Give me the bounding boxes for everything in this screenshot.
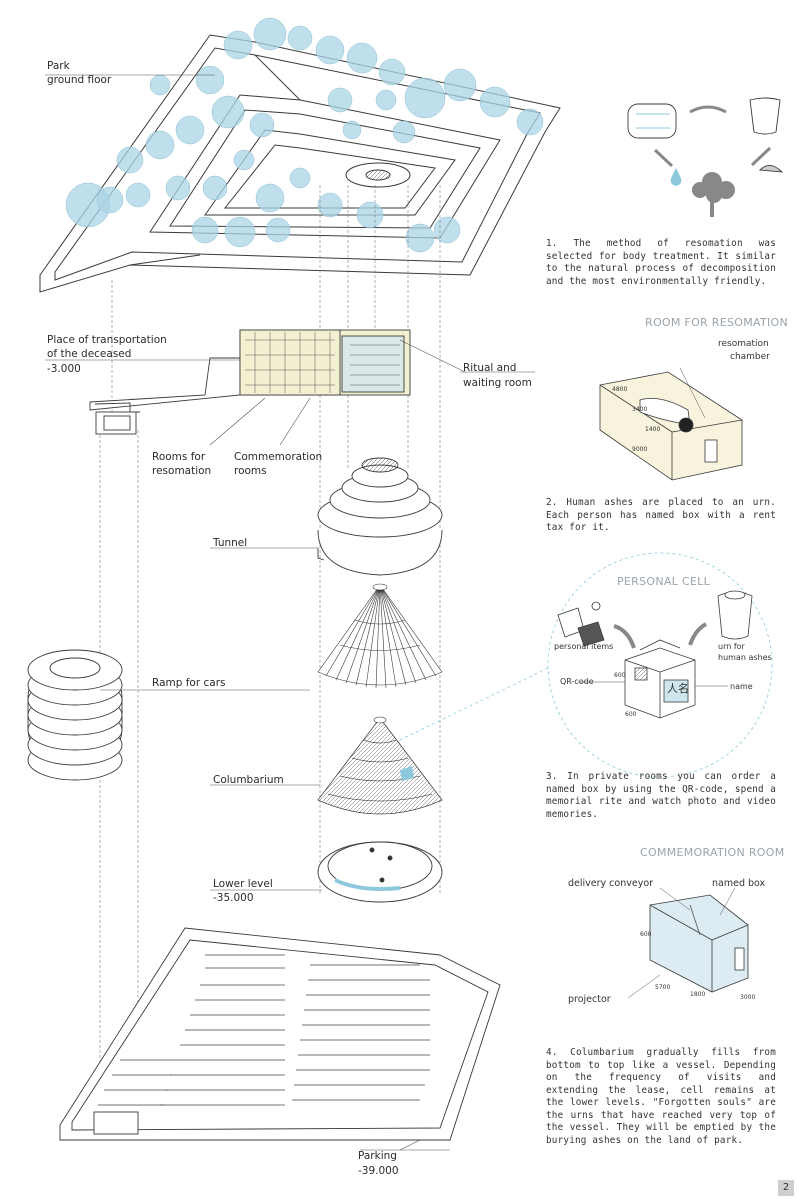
paragraph-1: 1. The method of resomation was selected… (546, 238, 776, 287)
paragraph-4: 4. Columbarium gradually fills from bott… (546, 1047, 776, 1146)
dim-1: 4800 (612, 386, 628, 393)
label-personal-items: personal items (554, 642, 614, 651)
label-name: name (730, 682, 753, 691)
header-commemoration-room: COMMEMORATION ROOM (640, 846, 785, 859)
label-projector: projector (568, 994, 611, 1005)
header-personal-cell: PERSONAL CELL (617, 575, 711, 588)
label-ritual-1: Ritual and (463, 362, 517, 374)
label-transport-level: -3.000 (47, 363, 81, 375)
label-delivery-conveyor: delivery conveyor (568, 878, 654, 889)
park-oculus (345, 162, 411, 188)
label-resomation-chamber-1: resomation (718, 339, 769, 349)
commemoration-room-diagram (627, 887, 749, 999)
park-trees (65, 17, 544, 253)
label-ritual-2: waiting room (463, 377, 532, 389)
tunnel-spiral (317, 457, 443, 576)
resomation-room-diagram (599, 367, 743, 481)
dim-6: 600 (625, 711, 637, 718)
dim-9: 3000 (740, 994, 756, 1001)
dim-10: 1800 (690, 991, 706, 998)
dim-2: 3400 (632, 406, 648, 413)
upper-cone (317, 583, 443, 689)
dim-5: 600 (614, 672, 626, 679)
label-parking: Parking (358, 1150, 397, 1162)
label-urn-2: human ashes (718, 653, 772, 662)
label-lower-level: Lower level (213, 878, 273, 890)
resomation-cycle (627, 97, 784, 217)
label-qr-code: QR-code (560, 677, 594, 686)
label-urn-1: urn for (718, 642, 745, 651)
header-room-resomation: ROOM FOR RESOMATION (645, 316, 789, 329)
parking-level (59, 927, 501, 1141)
dim-4: 9000 (632, 446, 648, 453)
page-number: 2 (778, 1180, 794, 1196)
label-park: Park (47, 60, 70, 72)
lower-level-ring (317, 841, 443, 903)
dim-7: 600 (640, 931, 652, 938)
paragraph-3: 3. In private rooms you can order a name… (546, 771, 776, 820)
label-commemoration-rooms-2: rooms (234, 465, 267, 477)
label-resomation-rooms-2: resomation (152, 465, 212, 477)
label-transport-2: of the deceased (47, 348, 132, 360)
box-name-glyph: 人名 (667, 682, 689, 695)
label-resomation-rooms-1: Rooms for (152, 451, 206, 463)
label-transport-1: Place of transportation (47, 334, 167, 346)
dim-3: 1400 (645, 426, 661, 433)
label-columbarium: Columbarium (213, 774, 284, 786)
label-ramp: Ramp for cars (152, 677, 226, 689)
personal-cell-diagram (399, 552, 773, 778)
paragraph-2: 2. Human ashes are placed to an urn. Eac… (546, 497, 776, 533)
label-named-box: named box (712, 878, 766, 889)
label-ground-floor: ground floor (47, 74, 112, 86)
label-tunnel: Tunnel (213, 537, 248, 549)
label-lower-level-value: -35.000 (213, 892, 254, 904)
columbarium-cone (317, 716, 443, 815)
car-ramp (27, 649, 123, 781)
label-parking-value: -39.000 (358, 1165, 399, 1177)
label-commemoration-rooms-1: Commemoration (234, 451, 323, 463)
label-resomation-chamber-2: chamber (730, 352, 770, 362)
dim-8: 5700 (655, 984, 671, 991)
transport-level (89, 329, 411, 435)
